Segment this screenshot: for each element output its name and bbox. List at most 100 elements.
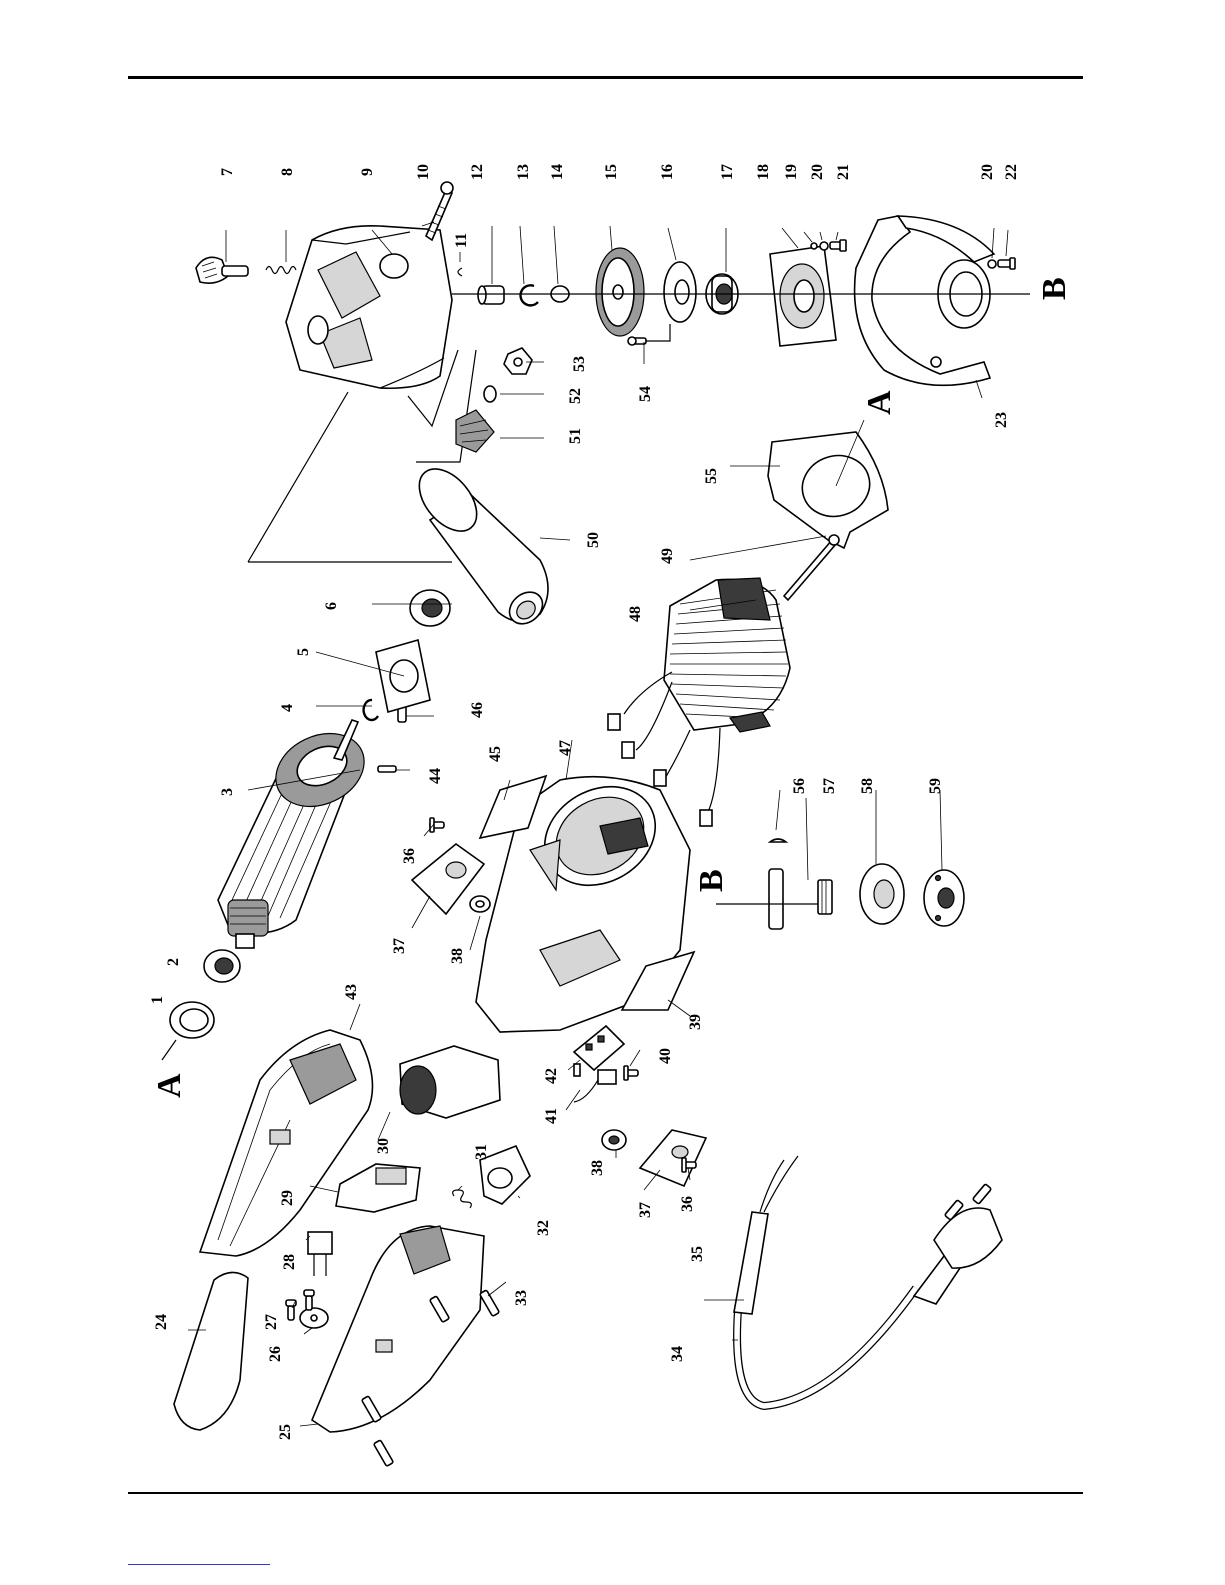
part-48-stator <box>664 578 790 732</box>
part-12-sleeve <box>478 286 504 304</box>
callout-48: 48 <box>627 606 644 622</box>
callout-34: 34 <box>669 1346 686 1362</box>
part-26-cord-clamp <box>300 1308 328 1328</box>
part-53-nut <box>504 348 532 374</box>
callout-53: 53 <box>571 356 588 372</box>
callout-29: 29 <box>279 1190 296 1206</box>
part-29-switch <box>336 1164 420 1212</box>
section-label-a-right: A <box>861 390 898 415</box>
part-58-inner-flange <box>860 864 904 924</box>
part-28-suppressor <box>308 1232 332 1276</box>
part-44-pin <box>378 766 396 772</box>
callout-52: 52 <box>567 388 584 404</box>
part-36-screw-top <box>430 818 444 832</box>
callout-17: 17 <box>719 164 736 180</box>
callout-38-top: 38 <box>449 948 466 964</box>
callout-1: 1 <box>149 996 166 1004</box>
part-20-washer-right <box>988 260 996 268</box>
callout-49: 49 <box>659 548 676 564</box>
callout-38-bottom: 38 <box>589 1160 606 1176</box>
part-16-plate <box>664 262 696 322</box>
callout-14: 14 <box>549 164 566 180</box>
callout-23: 23 <box>993 412 1010 428</box>
callout-27: 27 <box>263 1314 280 1330</box>
callout-37-bottom: 37 <box>637 1202 654 1218</box>
part-4-circlip <box>364 700 378 720</box>
callout-42: 42 <box>543 1068 560 1084</box>
section-label-b-center: B <box>693 869 730 892</box>
callout-25: 25 <box>277 1424 294 1440</box>
part-2-bearing <box>204 950 240 982</box>
callout-8: 8 <box>279 168 296 176</box>
part-57-spindle <box>716 869 832 929</box>
part-30-capacitor <box>400 1046 500 1118</box>
callout-33: 33 <box>513 1290 530 1306</box>
part-25-handle-shell <box>312 1226 484 1432</box>
part-18-bearing-flange <box>770 246 836 346</box>
callout-54: 54 <box>637 386 654 402</box>
part-31-spring <box>453 1190 472 1208</box>
callout-26: 26 <box>267 1346 284 1362</box>
callout-50: 50 <box>585 532 602 548</box>
part-22-screw <box>998 258 1015 269</box>
callout-46: 46 <box>469 702 486 718</box>
callout-20-right: 20 <box>979 164 996 180</box>
callout-57: 57 <box>821 778 838 794</box>
callout-51: 51 <box>567 428 584 444</box>
callout-16: 16 <box>659 164 676 180</box>
part-42-terminal-block <box>574 1026 624 1070</box>
callout-7: 7 <box>219 168 236 176</box>
section-label-a-left: A <box>151 1073 188 1098</box>
part-13-circlip <box>521 285 538 305</box>
part-20-spring-washer <box>820 242 828 250</box>
part-38-brush-cap-top <box>470 896 490 912</box>
callout-55: 55 <box>703 468 720 484</box>
callout-35: 35 <box>689 1246 706 1262</box>
callout-20: 20 <box>809 164 826 180</box>
part-52-washer <box>484 386 496 402</box>
part-34-power-cord <box>737 1288 916 1406</box>
callout-36-bottom: 36 <box>679 1196 696 1212</box>
power-plug <box>914 1184 1002 1304</box>
callout-59: 59 <box>927 778 944 794</box>
callout-39: 39 <box>687 1014 704 1030</box>
callout-32: 32 <box>535 1220 552 1236</box>
part-15-bevel-gear <box>596 248 644 336</box>
callout-28: 28 <box>281 1254 298 1270</box>
part-24-handle-cover <box>174 1272 248 1430</box>
callout-12: 12 <box>469 164 486 180</box>
callout-3: 3 <box>219 788 236 796</box>
callout-5: 5 <box>295 648 312 656</box>
callout-13: 13 <box>515 164 532 180</box>
section-label-b-right: B <box>1036 277 1073 300</box>
part-35-cord-sleeve <box>734 1156 798 1314</box>
part-1-bearing-sleeve <box>170 1002 214 1038</box>
part-8-spring <box>266 267 296 274</box>
part-21-screw <box>830 240 846 251</box>
callout-47: 47 <box>557 740 574 756</box>
callout-15: 15 <box>603 164 620 180</box>
part-19-washer <box>811 243 817 249</box>
leader-a-left <box>162 1040 176 1060</box>
callout-44: 44 <box>427 768 444 784</box>
callout-41: 41 <box>543 1108 560 1124</box>
part-51-pinion <box>456 410 494 452</box>
callout-37-top: 37 <box>391 938 408 954</box>
part-3-armature <box>218 720 376 948</box>
callout-9: 9 <box>359 168 376 176</box>
callout-19: 19 <box>783 164 800 180</box>
part-55-housing-collar <box>768 432 888 548</box>
callout-36-top: 36 <box>401 848 418 864</box>
callout-58: 58 <box>859 778 876 794</box>
callout-21: 21 <box>835 164 852 180</box>
callout-6: 6 <box>323 602 340 610</box>
callout-4: 4 <box>279 704 296 712</box>
callout-10: 10 <box>415 164 432 180</box>
part-56-key <box>770 839 786 842</box>
callout-18: 18 <box>755 164 772 180</box>
part-9-gear-housing <box>286 226 452 388</box>
callout-11: 11 <box>453 233 470 248</box>
callout-45: 45 <box>487 746 504 762</box>
part-49-long-screw <box>784 535 839 600</box>
part-6-bearing <box>410 590 450 626</box>
